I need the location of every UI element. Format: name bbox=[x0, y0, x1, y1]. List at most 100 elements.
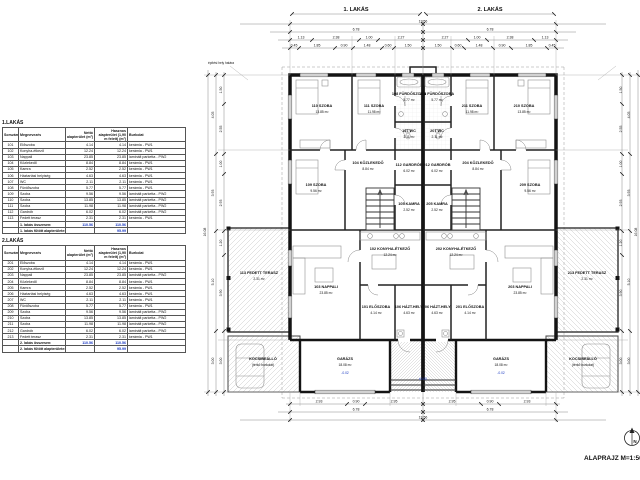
room-label: 113 FEDETT TERASZ bbox=[240, 271, 279, 275]
room-label: 213 FEDETT TERASZ bbox=[568, 271, 607, 275]
hdr-cell: Burkolat bbox=[127, 245, 186, 261]
hdr-cell: Megnevezés bbox=[18, 245, 66, 261]
dim-label: 13.56 bbox=[419, 416, 428, 420]
dim-label: 1.50 bbox=[405, 44, 412, 48]
room-label: KOCSIBEÁLLÓ bbox=[249, 356, 277, 361]
room-label: 103 NAPPALI bbox=[314, 285, 338, 289]
room-label: 202 KONYHA-ÉTKEZŐ bbox=[436, 246, 477, 251]
room-area: 4.14 m² bbox=[464, 311, 476, 315]
room-area: 4.14 m² bbox=[370, 311, 382, 315]
room-area: 23.85 m² bbox=[513, 291, 527, 295]
dim-label: 4.05 bbox=[211, 112, 215, 119]
room-label: 203 NAPPALI bbox=[508, 285, 532, 289]
dim-label: 1.50 bbox=[435, 44, 442, 48]
dim-label: 3.00 bbox=[219, 358, 223, 365]
body-cell: laminált parketta - PW2 bbox=[127, 196, 186, 204]
dim-label: 2.55 bbox=[619, 126, 623, 133]
room-label: GARÁZS bbox=[493, 356, 509, 361]
dim-label: 0.60 bbox=[385, 44, 392, 48]
hdr-cell: Hasznos alapterület (1,90 m felett) (m²) bbox=[94, 126, 128, 143]
dim-label: 2.55 bbox=[219, 126, 223, 133]
dim-label: 1.00 bbox=[219, 161, 223, 168]
dim-label: 16.08 bbox=[203, 228, 207, 237]
dim-label: 0.45 bbox=[291, 44, 298, 48]
foot-cell: 1. lakás fűtött alapterülete: bbox=[18, 227, 66, 235]
dim-label: 2.95 bbox=[449, 400, 456, 404]
foot-cell bbox=[2, 227, 19, 235]
dim-label: 0.90 bbox=[499, 44, 506, 48]
dim-label: 1.13 bbox=[298, 36, 305, 40]
dim-label: 3.93 bbox=[211, 190, 215, 197]
body-cell: kerámia - PW1 bbox=[127, 171, 186, 180]
dim-label: 3.00 bbox=[211, 358, 215, 365]
room-area: 18.08 m² bbox=[494, 363, 508, 367]
room-area: 8.84 m² bbox=[472, 167, 484, 171]
foot-cell bbox=[2, 345, 19, 353]
dim-label: 5.10 bbox=[211, 279, 215, 286]
hdr-cell: Sorszám bbox=[2, 126, 19, 143]
dim-label: 2.38 bbox=[507, 36, 514, 40]
room-label: 212 GARDRÓB bbox=[423, 162, 450, 167]
dim-label: 4.05 bbox=[627, 112, 631, 119]
dim-label: 1.85 bbox=[526, 44, 533, 48]
dim-label: 1.00 bbox=[619, 161, 623, 168]
north-arrow-icon: N bbox=[624, 427, 640, 446]
room-label: 208 FÜRDŐSZOBA bbox=[420, 91, 454, 96]
table1-caption: 1.LAKÁS bbox=[2, 120, 24, 126]
dim-label: 2.38 bbox=[333, 36, 340, 40]
room-label: 209 SZOBA bbox=[520, 183, 541, 187]
dim-label: 3.00 bbox=[627, 358, 631, 365]
room-area: 2.31 m² bbox=[581, 277, 593, 281]
dim-label: 0.90 bbox=[353, 400, 360, 404]
dim-label: 2.95 bbox=[391, 400, 398, 404]
hdr-cell: Burkolat bbox=[127, 126, 186, 143]
unit1-label: 1. LAKÁS bbox=[343, 6, 368, 13]
dimension-labels-left: 16.08 4.05 3.93 5.10 3.00 1.50 2.55 1.00… bbox=[203, 87, 223, 365]
body-cell: kerámia - PW1 bbox=[127, 165, 186, 174]
body-cell: kerámia - PW1 bbox=[127, 147, 186, 155]
room-area: 8.84 m² bbox=[362, 167, 374, 171]
room-area: 11.98 m² bbox=[368, 110, 382, 114]
foot-cell bbox=[127, 227, 186, 235]
room-area: 11.98 m² bbox=[466, 110, 480, 114]
body-cell: kerámia - PW1 bbox=[127, 141, 186, 149]
foot-cell bbox=[65, 227, 95, 235]
dim-label: 6.78 bbox=[487, 28, 494, 32]
north-label: N bbox=[633, 439, 636, 444]
room-area: 12.24 m² bbox=[383, 253, 397, 257]
body-cell: laminált parketta - PW2 bbox=[127, 153, 186, 161]
dim-label: 1.50 bbox=[619, 87, 623, 94]
room-area: (térkő burkolat) bbox=[572, 363, 594, 367]
room-area: 13.85 m² bbox=[517, 110, 531, 114]
body-cell: kerámia - PW1 bbox=[127, 178, 186, 186]
room-area: 13.85 m² bbox=[315, 110, 329, 114]
table2-caption: 2.LAKÁS bbox=[2, 238, 24, 245]
body-cell: kerámia - PW1 bbox=[127, 214, 186, 223]
dim-label: 2.27 bbox=[398, 36, 405, 40]
hdr-cell: Sorszám bbox=[2, 245, 19, 261]
room-label: 207 WC bbox=[430, 129, 444, 133]
room-area: 6.02 m² bbox=[431, 169, 443, 173]
room-area: 5.77 m² bbox=[403, 98, 415, 102]
sheet-title: ALAPRAJZ M=1:50 bbox=[584, 455, 640, 462]
room-label: 111 SZOBA bbox=[364, 104, 385, 108]
room-area: 2.31 m² bbox=[253, 277, 265, 281]
dim-label: 2.93 bbox=[219, 200, 223, 207]
foot-cell bbox=[127, 220, 186, 229]
body-cell: laminált parketta - PW2 bbox=[127, 190, 186, 198]
room-area: 2.11 m² bbox=[404, 135, 416, 139]
dimension-labels-bottom: 2.93 0.90 2.95 2.95 0.90 2.93 6.78 6.78 … bbox=[316, 400, 531, 420]
dim-label: 1.48 bbox=[476, 44, 483, 48]
room-area: 5.77 m² bbox=[431, 98, 443, 102]
dim-label: 5.10 bbox=[627, 279, 631, 286]
level-mark-zero: ±0.00 bbox=[419, 377, 427, 381]
dim-label: 2.27 bbox=[442, 36, 449, 40]
dim-label: 0.90 bbox=[487, 400, 494, 404]
hdr-cell: Megnevezés bbox=[18, 126, 66, 143]
room-label: 107 WC bbox=[402, 129, 416, 133]
dim-label: 3.90 bbox=[619, 290, 623, 297]
room-label: 206 HÁZT.HELY. bbox=[423, 304, 452, 309]
